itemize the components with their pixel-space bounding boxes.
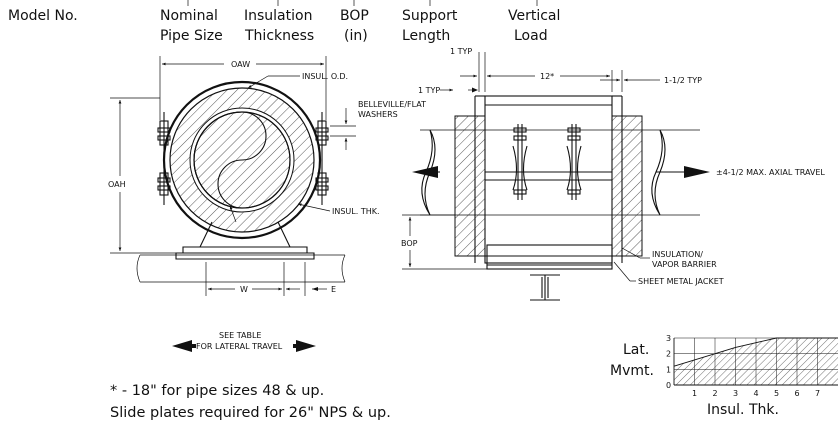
bolt-left <box>512 124 528 200</box>
insulation-label-1: INSULATION/ <box>652 250 703 259</box>
chart-xtick-label: 3 <box>733 389 738 398</box>
header-length: Length <box>402 28 450 44</box>
twelve-label: 12* <box>540 72 554 81</box>
chart-xlabel: Insul. Thk. <box>707 402 779 418</box>
header-columns: Model No. Nominal Pipe Size Insulation T… <box>8 0 560 44</box>
chart-ytick-label: 1 <box>666 365 671 374</box>
chart-ylabel-2: Mvmt. <box>610 363 654 379</box>
lateral-movement-chart: Lat. Mvmt. Insul. Thk. 0 1 2 3 1 2 3 4 5 6 7 <box>610 334 838 418</box>
front-view: INSUL. O.D. OAW OAH BELLEVILLE/FLAT WASH… <box>108 56 426 352</box>
chart-xtick-label: 5 <box>774 389 779 398</box>
chart-ytick-label: 3 <box>666 334 671 343</box>
note-18-inch: * - 18" for pipe sizes 48 & up. <box>110 383 324 399</box>
side-view: ±4-1/2 MAX. AXIAL TRAVEL <box>401 47 825 301</box>
note-slide-plates: Slide plates required for 26" NPS & up. <box>110 405 391 421</box>
one-half-typ-label: 1-1/2 TYP <box>664 76 702 85</box>
header-model-no: Model No. <box>8 8 78 24</box>
see-table-label: SEE TABLE <box>219 331 261 340</box>
header-nominal: Nominal <box>160 8 218 24</box>
sheet-metal-label: SHEET METAL JACKET <box>638 277 724 286</box>
header-pipe-size: Pipe Size <box>160 28 223 44</box>
header-load: Load <box>514 28 548 44</box>
chart-ylabel-1: Lat. <box>623 342 649 358</box>
header-support: Support <box>402 8 458 24</box>
header-in: (in) <box>344 28 368 44</box>
header-insulation: Insulation <box>244 8 312 24</box>
washers-label-1: BELLEVILLE/FLAT <box>358 100 426 109</box>
lateral-travel-label: FOR LATERAL TRAVEL <box>196 342 283 351</box>
chart-series-line <box>673 337 838 367</box>
chart-xtick-label: 6 <box>795 389 800 398</box>
header-vertical: Vertical <box>508 8 560 24</box>
oaw-label: OAW <box>231 60 250 69</box>
w-label: W <box>240 285 248 294</box>
insulation-label-2: VAPOR BARRIER <box>652 260 717 269</box>
header-bop: BOP <box>340 8 369 24</box>
oah-label: OAH <box>108 180 126 189</box>
chart-xtick-label: 7 <box>815 389 820 398</box>
chart-ytick-label: 2 <box>666 350 671 359</box>
one-typ-top-label: 1 TYP <box>450 47 472 56</box>
bop-label: BOP <box>401 239 418 248</box>
chart-xtick-label: 4 <box>754 389 759 398</box>
e-label: E <box>331 285 336 294</box>
chart-xtick-label: 2 <box>713 389 718 398</box>
chart-ytick-label: 0 <box>666 381 671 390</box>
header-thickness: Thickness <box>244 28 314 44</box>
chart-xtick-label: 1 <box>692 389 697 398</box>
axial-travel-label: ±4-1/2 MAX. AXIAL TRAVEL <box>716 168 825 177</box>
insul-od-label: INSUL. O.D. <box>302 72 348 81</box>
insul-thk-label: INSUL. THK. <box>332 207 380 216</box>
bolt-right <box>566 124 582 200</box>
one-typ-left-label: 1 TYP <box>418 86 440 95</box>
washers-label-2: WASHERS <box>358 110 398 119</box>
